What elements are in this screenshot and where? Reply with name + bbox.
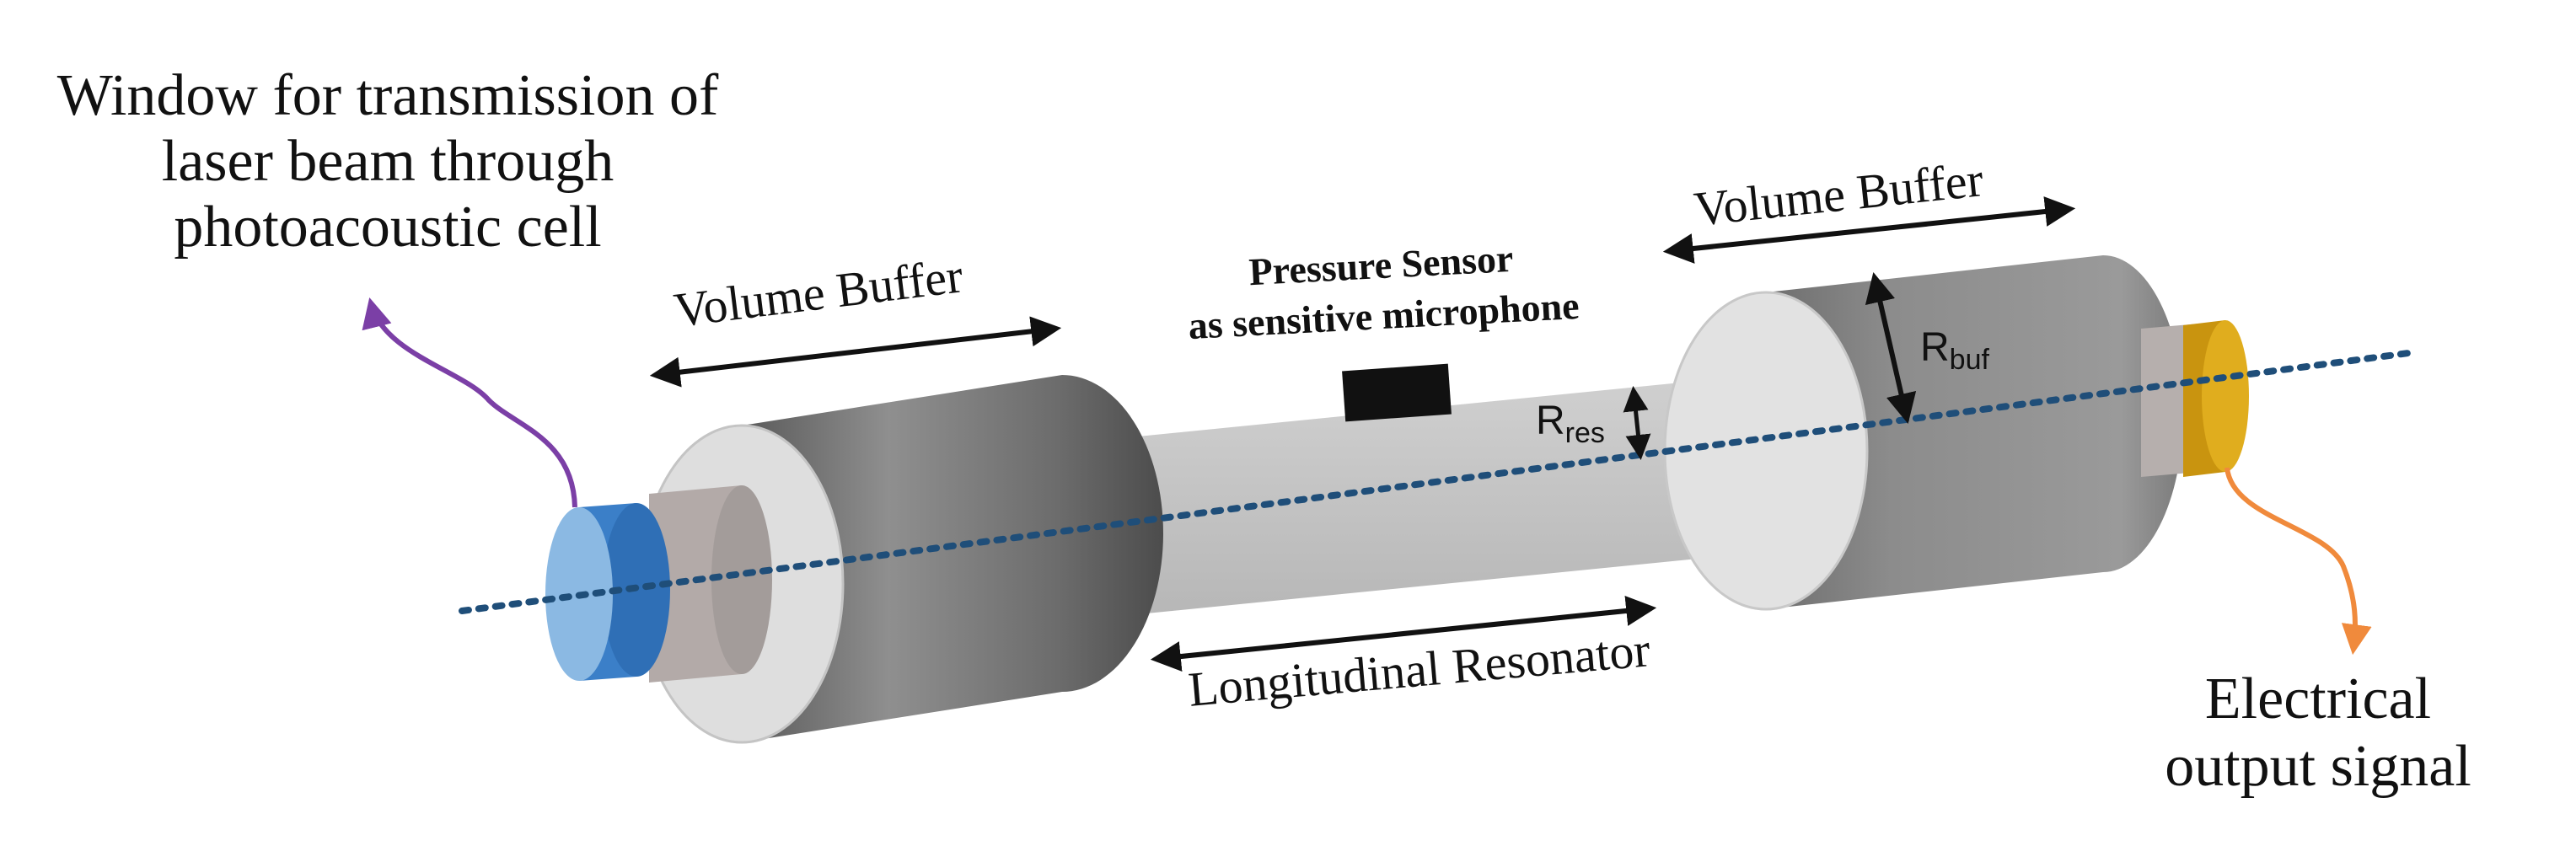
right-volume-buffer [1663, 255, 2183, 611]
window-label-line-2: laser beam through [161, 129, 614, 194]
window-label-line-3: photoacoustic cell [174, 195, 602, 260]
electrical-output-line-1: Electrical [2204, 667, 2432, 731]
window-pointer-arrow [362, 297, 577, 508]
r-buf-label: Rbuf [1920, 324, 1989, 377]
laser-beam-axis [459, 349, 2418, 614]
r-res-label: Rres [1536, 398, 1605, 450]
window-disk [545, 503, 670, 681]
electrical-output-line-2: output signal [2165, 734, 2471, 799]
longitudinal-resonator-arrow [1150, 596, 1657, 672]
r-buf-base: R [1920, 325, 1950, 370]
window-label: Window for transmission of laser beam th… [34, 63, 742, 260]
left-volume-buffer [639, 375, 1163, 744]
r-res-arrow [1623, 386, 1651, 460]
output-connector [2141, 320, 2249, 477]
electrical-output-label: Electrical output signal [2141, 666, 2495, 800]
volume-buffer-right-arrow [1662, 196, 2076, 264]
pressure-sensor-block [1342, 363, 1452, 422]
output-pointer-arrow [2224, 467, 2372, 656]
volume-buffer-left-arrow [649, 316, 1062, 388]
r-buf-sub: buf [1949, 344, 1989, 376]
r-res-base: R [1536, 399, 1565, 443]
r-res-sub: res [1564, 417, 1605, 449]
window-label-line-1: Window for transmission of [56, 63, 719, 128]
r-buf-arrow [1865, 271, 1917, 425]
